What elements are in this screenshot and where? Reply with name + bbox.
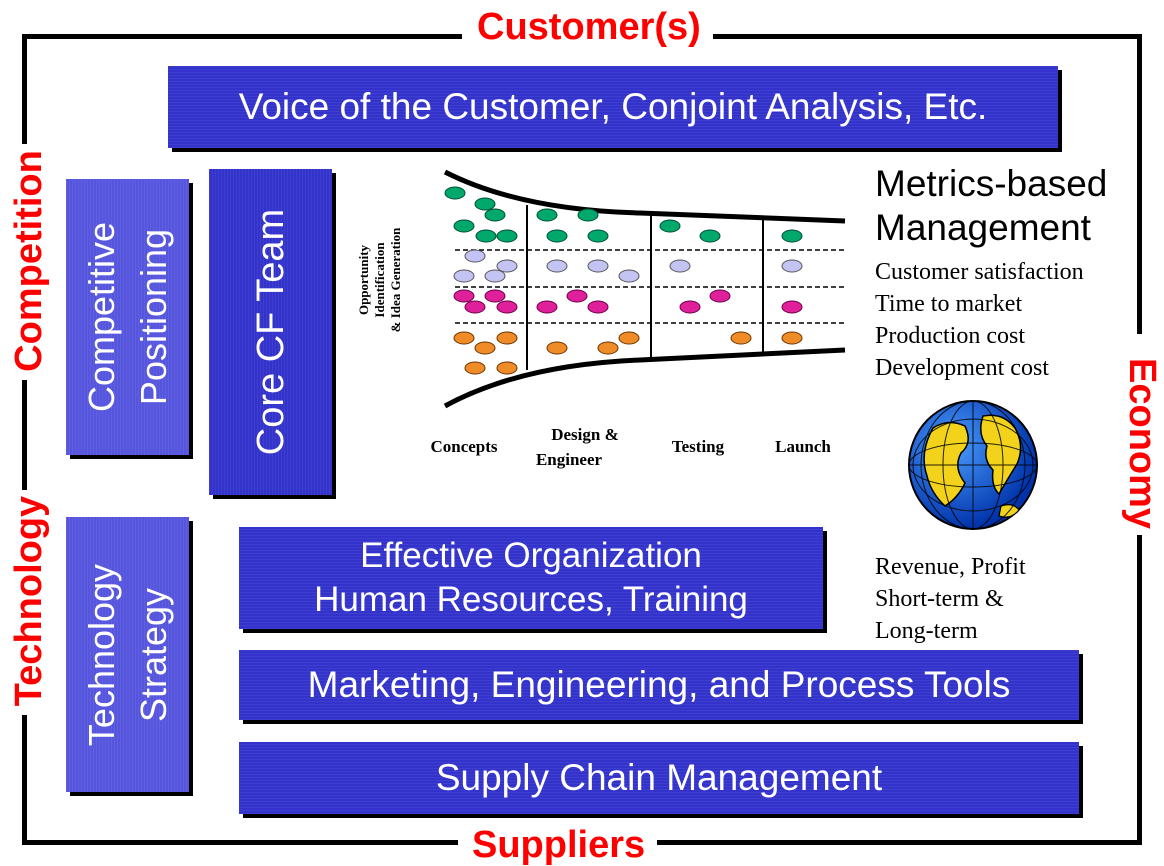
stage-label-testing: Testing: [672, 437, 725, 456]
competitive-positioning-box: Competitive Positioning: [66, 179, 189, 455]
svg-text:& Idea Generation: & Idea Generation: [388, 227, 403, 332]
frame-right-top: [1137, 34, 1142, 334]
globe-icon: [908, 400, 1038, 530]
metric-item: Production cost: [875, 323, 1025, 349]
funnel-top-curve: [443, 169, 846, 224]
metric-item: Time to market: [875, 291, 1023, 317]
economy-label: Economy: [1121, 358, 1163, 530]
stage-label-design: Design &: [551, 425, 619, 444]
metric-item: Customer satisfaction: [875, 259, 1084, 285]
effective-org-line: Effective Organization: [360, 536, 702, 575]
idea-dots-green: [444, 186, 803, 243]
financial-metrics: Revenue, Profit Short-term & Long-term: [875, 551, 1026, 647]
competitive-line: Competitive: [80, 221, 122, 413]
stage-label-concepts: Concepts: [430, 437, 497, 456]
metrics-heading-line-1: Metrics-based: [875, 163, 1108, 204]
voc-text: Voice of the Customer, Conjoint Analysis…: [238, 86, 988, 127]
supply-chain-box: Supply Chain Management: [239, 742, 1079, 814]
frame-top-right: [712, 34, 1142, 39]
voice-of-customer-box: Voice of the Customer, Conjoint Analysis…: [168, 66, 1058, 148]
suppliers-label: Suppliers: [460, 826, 658, 864]
tools-text: Marketing, Engineering, and Process Tool…: [307, 664, 1011, 705]
frame-left-top: [22, 34, 27, 144]
strategy-line: Strategy: [132, 587, 174, 722]
metrics-heading: Metrics-based Management: [875, 162, 1107, 250]
frame-bottom-left: [22, 840, 458, 845]
stage-label-launch: Launch: [775, 437, 831, 456]
positioning-line: Positioning: [132, 228, 174, 406]
frame-left-bottom: [22, 715, 27, 845]
frame-left-mid: [22, 380, 27, 490]
funnel-diagram: Opportunity Identification & Idea Genera…: [356, 169, 846, 469]
competitive-positioning-text: Competitive Positioning: [76, 222, 180, 412]
metrics-list: Customer satisfaction Time to market Pro…: [875, 256, 1084, 384]
financial-item: Long-term: [875, 618, 978, 644]
financial-item: Revenue, Profit: [875, 554, 1026, 580]
metric-item: Development cost: [875, 355, 1049, 381]
effective-organization-box: Effective Organization Human Resources, …: [239, 527, 823, 629]
technology-strategy-box: Technology Strategy: [66, 517, 189, 792]
technology-label: Technology: [8, 494, 50, 708]
idea-dots-magenta: [453, 289, 803, 314]
customers-label: Customer(s): [465, 8, 713, 46]
tools-box: Marketing, Engineering, and Process Tool…: [239, 650, 1079, 720]
svg-text:Identification: Identification: [372, 242, 387, 318]
technology-line: Technology: [80, 563, 122, 746]
core-team-text: Core CF Team: [249, 208, 292, 456]
competition-label: Competition: [8, 146, 50, 376]
human-resources-line: Human Resources, Training: [314, 580, 748, 619]
svg-text:Opportunity: Opportunity: [356, 244, 371, 315]
funnel-bottom-curve: [443, 347, 846, 409]
idea-dots-orange: [453, 331, 803, 375]
opportunity-label: Opportunity Identification & Idea Genera…: [356, 227, 403, 332]
core-team-box: Core CF Team: [209, 169, 332, 495]
financial-item: Short-term &: [875, 586, 1004, 612]
frame-top-left: [22, 34, 462, 39]
metrics-heading-line-2: Management: [875, 207, 1091, 248]
frame-bottom-right: [652, 840, 1142, 845]
supply-chain-text: Supply Chain Management: [435, 757, 883, 798]
technology-strategy-text: Technology Strategy: [76, 563, 180, 745]
stage-label-engineer: Engineer: [536, 450, 603, 469]
idea-dots-lavender: [453, 249, 803, 283]
frame-right-bottom: [1137, 535, 1142, 845]
